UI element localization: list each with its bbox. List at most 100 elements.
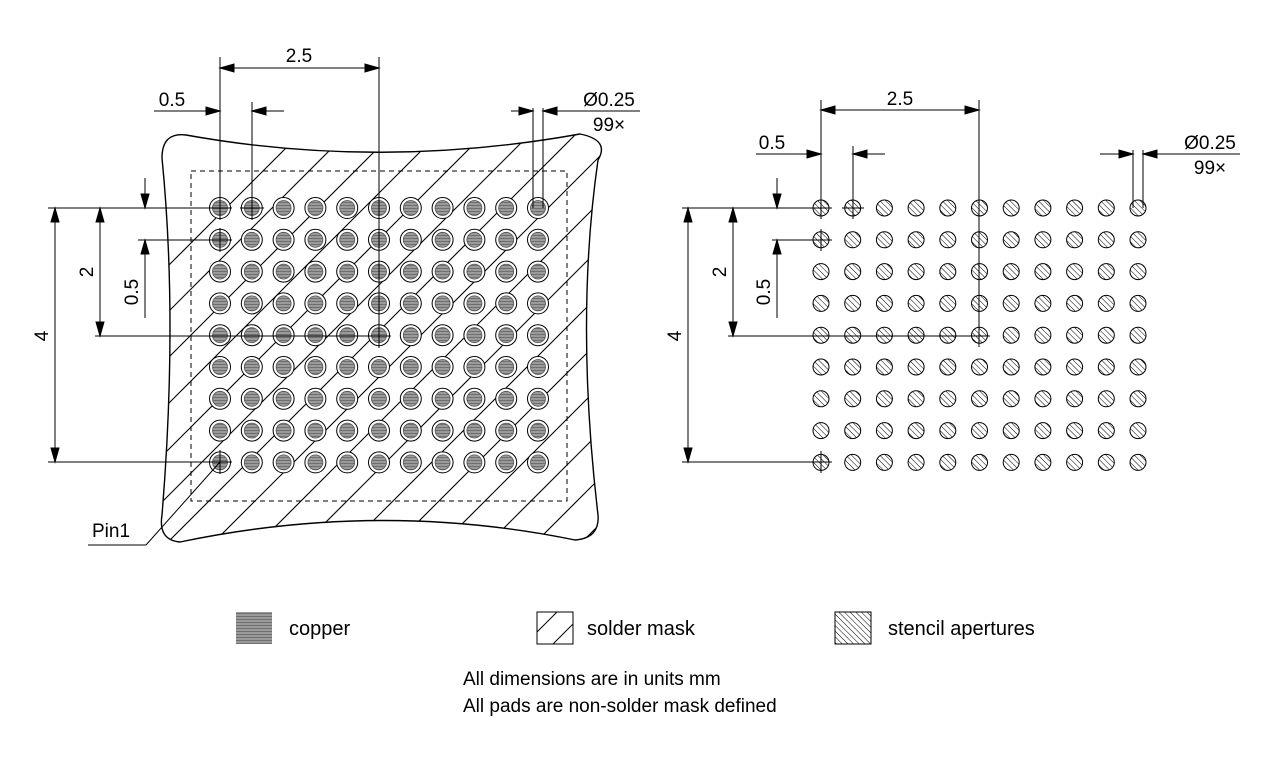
copper-fill bbox=[466, 263, 483, 280]
copper-pad bbox=[336, 292, 359, 315]
row-pitch-label: 0.5 bbox=[122, 279, 143, 305]
copper-fill bbox=[498, 295, 515, 312]
copper-pad bbox=[495, 324, 518, 347]
stencil-aperture bbox=[1034, 358, 1052, 376]
copper-fill bbox=[243, 263, 260, 280]
copper-pad bbox=[463, 197, 486, 219]
solder-mask-hatching bbox=[161, 130, 1086, 560]
mask-hatch-line bbox=[425, 134, 602, 542]
copper-fill bbox=[307, 231, 324, 248]
stencil-aperture bbox=[812, 294, 830, 312]
copper-pad bbox=[240, 260, 263, 283]
mask-hatch-line bbox=[161, 134, 351, 542]
stencil-aperture bbox=[1129, 422, 1147, 440]
solder-mask-swatch-hatch-2 bbox=[552, 623, 574, 645]
stencil-aperture bbox=[875, 326, 893, 344]
copper-pad bbox=[431, 228, 454, 251]
copper-pad bbox=[304, 228, 327, 251]
copper-fill bbox=[402, 231, 419, 248]
stencil-aperture bbox=[1129, 263, 1147, 281]
copper-pad bbox=[240, 292, 263, 315]
height-label: 2 bbox=[77, 267, 98, 278]
row-pitch-label: 0.5 bbox=[754, 279, 775, 305]
copper-fill bbox=[530, 390, 546, 407]
stencil-aperture bbox=[1034, 422, 1052, 440]
copper-fill bbox=[466, 422, 483, 439]
copper-fill bbox=[371, 454, 387, 471]
stencil-aperture bbox=[1002, 294, 1020, 312]
copper-pad bbox=[399, 228, 422, 251]
total-height-label: 4 bbox=[665, 330, 686, 341]
copper-pad bbox=[463, 260, 486, 283]
copper-pad bbox=[463, 324, 486, 347]
stencil-aperture bbox=[1066, 326, 1084, 344]
mask-hatch-line bbox=[656, 130, 1086, 560]
stencil-aperture bbox=[907, 199, 925, 217]
copper-fill bbox=[275, 454, 292, 471]
copper-pad bbox=[304, 387, 327, 410]
copper-pad bbox=[463, 356, 486, 378]
stencil-aperture bbox=[1129, 294, 1147, 312]
stencil-aperture bbox=[812, 422, 830, 440]
stencil-aperture bbox=[939, 294, 957, 312]
stencil-aperture bbox=[1097, 422, 1115, 440]
stencil-aperture bbox=[1129, 326, 1147, 344]
stencil-aperture bbox=[1002, 422, 1020, 440]
copper-pad bbox=[527, 260, 549, 283]
stencil-aperture bbox=[812, 390, 830, 408]
pad-pitch-label: 0.5 bbox=[759, 133, 785, 154]
copper-pad bbox=[399, 419, 422, 442]
left-view: 2.5 0.5 Ø0.25 99× 4 2 0.5 Pin1 bbox=[32, 46, 1086, 560]
copper-fill bbox=[307, 263, 324, 280]
copper-pad bbox=[240, 324, 263, 347]
copper-pad bbox=[527, 324, 549, 347]
stencil-aperture bbox=[939, 422, 957, 440]
copper-pad bbox=[431, 292, 454, 315]
stencil-aperture bbox=[1002, 358, 1020, 376]
stencil-aperture bbox=[1129, 453, 1147, 471]
stencil-aperture bbox=[971, 358, 988, 376]
copper-pad bbox=[527, 292, 549, 315]
copper-pad bbox=[399, 292, 422, 315]
copper-fill bbox=[307, 390, 324, 407]
copper-fill bbox=[434, 200, 451, 216]
copper-pad bbox=[463, 387, 486, 410]
copper-pad bbox=[399, 197, 422, 219]
copper-fill bbox=[212, 359, 228, 375]
copper-pad bbox=[495, 228, 518, 251]
stencil-aperture bbox=[1129, 199, 1147, 217]
copper-pad bbox=[240, 419, 263, 442]
pitch-x-label: 2.5 bbox=[887, 89, 913, 110]
stencil-aperture bbox=[1129, 390, 1147, 408]
stencil-aperture bbox=[1066, 358, 1084, 376]
copper-fill bbox=[402, 295, 419, 312]
copper-fill bbox=[434, 263, 451, 280]
copper-fill bbox=[530, 231, 546, 248]
mask-hatch-line bbox=[471, 134, 602, 542]
copper-pad bbox=[209, 292, 231, 315]
stencil-aperture bbox=[1066, 231, 1084, 249]
copper-fill bbox=[466, 359, 483, 375]
copper-fill bbox=[466, 390, 483, 407]
copper-fill bbox=[339, 231, 356, 248]
copper-pad bbox=[336, 356, 359, 378]
copper-pad bbox=[431, 419, 454, 442]
copper-fill bbox=[307, 200, 324, 216]
count-label: 99× bbox=[1194, 158, 1226, 179]
copper-fill bbox=[434, 359, 451, 375]
copper-pad bbox=[336, 419, 359, 442]
copper-fill bbox=[434, 295, 451, 312]
stencil-aperture bbox=[1034, 453, 1052, 471]
stencil-aperture bbox=[1002, 390, 1020, 408]
diameter-label: Ø0.25 bbox=[1184, 133, 1236, 154]
copper-fill bbox=[402, 454, 419, 471]
height-label: 2 bbox=[710, 267, 731, 278]
copper-pad bbox=[431, 260, 454, 283]
mask-hatch-line bbox=[517, 134, 602, 542]
copper-pad bbox=[304, 260, 327, 283]
stencil-aperture bbox=[907, 263, 925, 281]
left-dimension-labels: 2.5 0.5 Ø0.25 99× 4 2 0.5 Pin1 bbox=[32, 46, 635, 542]
stencil-aperture bbox=[1097, 294, 1115, 312]
copper-pad bbox=[495, 292, 518, 315]
stencil-aperture bbox=[1066, 294, 1084, 312]
